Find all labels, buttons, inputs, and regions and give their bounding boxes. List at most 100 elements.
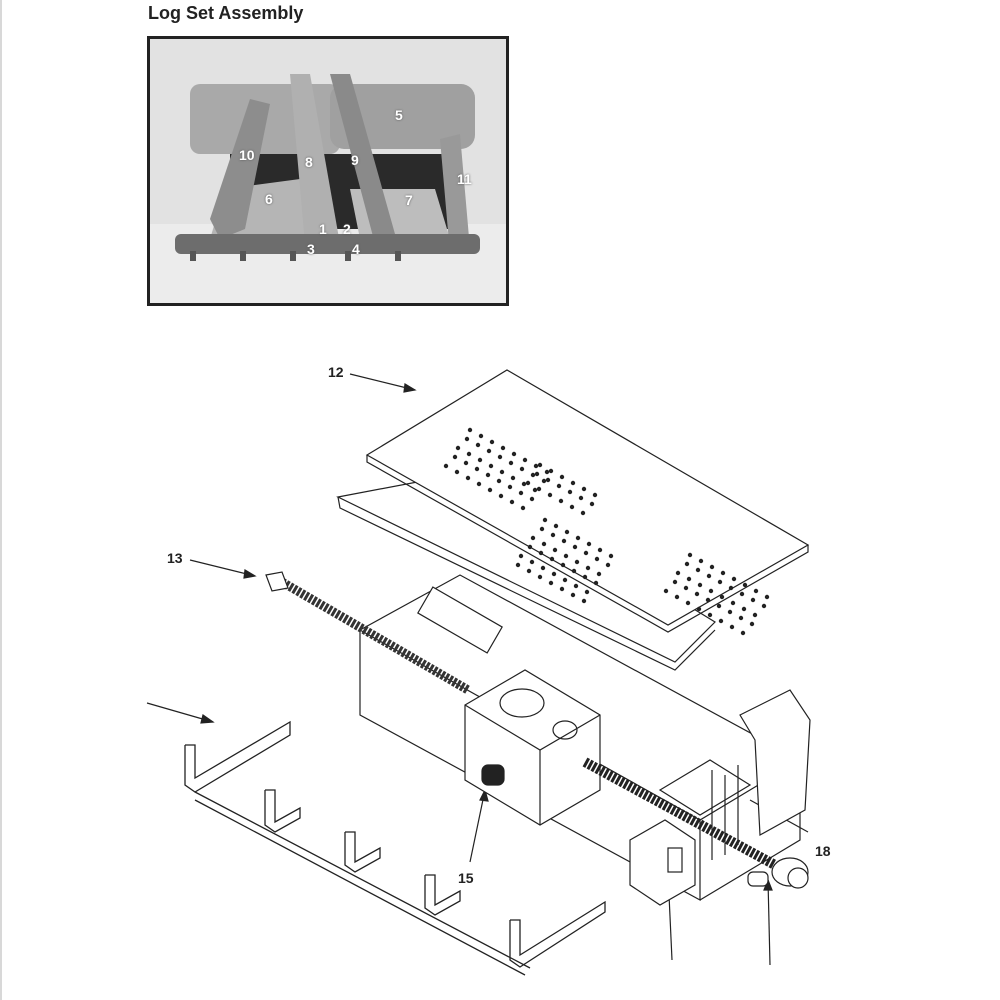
perforation-hole [675,570,681,576]
perforation-hole [696,606,702,612]
perforation-hole [541,478,547,484]
perforation-hole [727,609,733,615]
perforation-hole [720,570,726,576]
perforation-hole [529,496,535,502]
perforation-hole [533,463,539,469]
perforation-hole [509,499,515,505]
perforation-hole [496,478,502,484]
perforation-hole [467,427,473,433]
perforation-hole [498,493,504,499]
perforation-hole [539,526,545,532]
log-label-1: 1 [319,221,327,237]
perforation-hole [708,588,714,594]
perforation-hole [526,568,532,574]
perforation-hole [527,544,533,550]
perforation-hole [519,466,525,472]
perforation-hole [508,460,514,466]
perforation-hole [572,544,578,550]
perforation-hole [560,562,566,568]
perforation-hole [718,618,724,624]
perforation-hole [583,550,589,556]
section-title: Log Set Assembly [148,3,304,23]
perforation-hole [592,492,598,498]
perforation-hole [559,474,565,480]
perforation-hole [443,463,449,469]
perforation-hole [695,567,701,573]
perforation-hole [594,556,600,562]
perforation-hole [540,565,546,571]
perforation-hole [548,580,554,586]
perforation-hole [728,585,734,591]
perforation-hole [663,588,669,594]
perforation-hole [709,564,715,570]
perforation-hole [548,468,554,474]
perforation-hole [749,621,755,627]
log-label-9: 9 [351,152,359,168]
perforation-hole [510,475,516,481]
perforation-hole [562,577,568,583]
perforation-hole [466,451,472,457]
perforation-hole [707,612,713,618]
perforation-hole [581,486,587,492]
perforation-hole [605,562,611,568]
perforation-hole [538,550,544,556]
perforation-hole [465,475,471,481]
perforation-hole [717,579,723,585]
flex-connector [582,757,778,870]
perforation-hole [464,436,470,442]
perforation-hole [497,454,503,460]
shutoff-valve [747,857,809,889]
perforation-hole [551,571,557,577]
log-label-10: 10 [239,147,255,163]
perforation-hole [525,480,531,486]
log-label-4: 4 [352,241,360,257]
perforation-hole [515,562,521,568]
perforation-hole [739,591,745,597]
perforation-hole [563,553,569,559]
pilot-assembly [658,759,752,860]
perforation-hole [761,603,767,609]
perforation-hole [487,487,493,493]
perforation-hole [730,600,736,606]
plate-perforations [443,427,770,636]
perforation-hole [729,624,735,630]
perforation-hole [684,561,690,567]
perforation-hole [545,477,551,483]
perforation-hole [530,472,536,478]
perforation-hole [529,559,535,565]
perforation-hole [499,469,505,475]
perforation-hole [455,445,461,451]
perforation-hole [570,592,576,598]
perforation-hole [574,559,580,565]
perforation-hole [571,568,577,574]
log-label-7: 7 [405,192,413,208]
perforation-hole [544,469,550,475]
perforation-hole [582,574,588,580]
perforation-hole [685,600,691,606]
perforation-hole [687,552,693,558]
perforation-hole [553,523,559,529]
perforation-hole [753,588,759,594]
perforation-hole [750,597,756,603]
perforation-hole [559,586,565,592]
perforation-hole [731,576,737,582]
log-label-3: 3 [307,241,315,257]
perforation-hole [706,573,712,579]
callout-18: 18 [815,843,831,859]
perforation-hole [597,547,603,553]
perforation-hole [738,615,744,621]
perforation-hole [489,439,495,445]
perforation-hole [522,457,528,463]
perforation-hole [596,571,602,577]
perforation-hole [672,579,678,585]
perforation-hole [463,460,469,466]
perforation-hole [584,589,590,595]
perforation-hole [507,484,513,490]
perforation-hole [589,501,595,507]
perforation-hole [476,481,482,487]
perforation-hole [550,532,556,538]
perforation-hole [593,580,599,586]
perforation-hole [474,466,480,472]
perforation-hole [561,538,567,544]
